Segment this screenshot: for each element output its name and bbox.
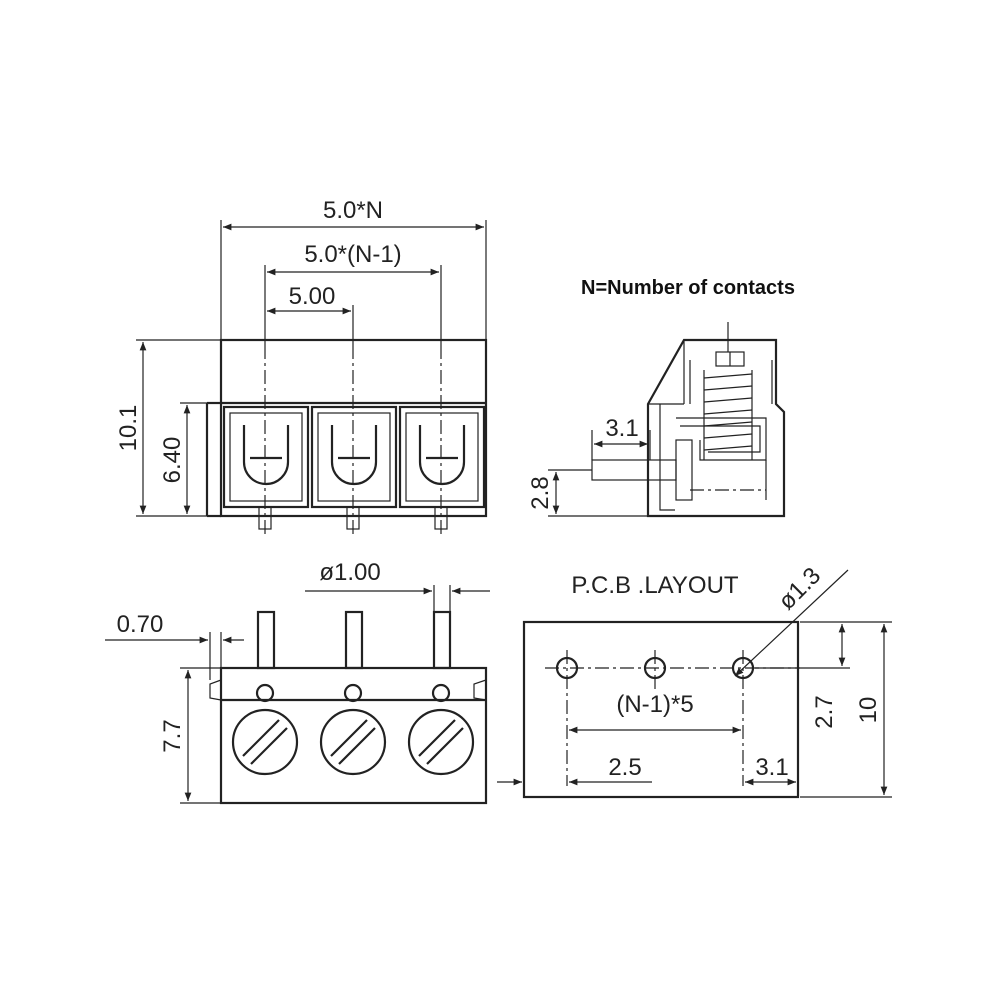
- wire-opening-1: [222, 405, 310, 509]
- dim-pitch-span: 5.0*(N-1): [304, 241, 401, 268]
- screw-head-1: [231, 708, 299, 776]
- dim-pin-height: 2.8: [527, 476, 554, 509]
- bottom-view: ø1.00 0.70 7.7: [105, 559, 490, 805]
- screw-head-2: [319, 708, 387, 776]
- side-body-outline: [646, 338, 786, 518]
- pcb-outline: [522, 620, 800, 799]
- note-n-contacts: N=Number of contacts: [581, 277, 795, 299]
- side-pin: [591, 459, 677, 481]
- dim-pin-length: 3.1: [605, 415, 638, 442]
- screw-head-3: [407, 708, 475, 776]
- dim-pitch: 5.00: [289, 283, 336, 310]
- dim-hole-diameter: ø1.3: [773, 562, 826, 615]
- dim-width-total: 5.0*N: [323, 197, 383, 224]
- pcb-layout: P.C.B .LAYOUT ø1.3 (N-1)*5 2.5 3.1 2.7 1…: [497, 562, 892, 799]
- screw-thread: [703, 370, 753, 460]
- dim-bottom-height: 7.7: [159, 719, 186, 752]
- dim-height-opening: 6.40: [159, 437, 186, 484]
- dim-height-total: 10.1: [115, 405, 142, 452]
- dim-edge-left: 2.5: [608, 754, 641, 781]
- dim-pcb-pitch-span: (N-1)*5: [616, 691, 693, 718]
- side-view: 3.1 2.8: [527, 322, 786, 518]
- dim-edge-right: 3.1: [755, 754, 788, 781]
- dim-pcb-depth: 10: [855, 697, 882, 724]
- wire-opening-3: [398, 405, 486, 509]
- wire-opening-2: [310, 405, 398, 509]
- dim-hole-row-offset: 2.7: [811, 695, 838, 728]
- pcb-layout-title: P.C.B .LAYOUT: [571, 572, 739, 599]
- front-view: 5.0*N 5.0*(N-1) 5.00 10.1 6.40: [115, 197, 488, 535]
- dim-offset: 0.70: [117, 611, 164, 638]
- dim-pin-diameter: ø1.00: [319, 559, 380, 586]
